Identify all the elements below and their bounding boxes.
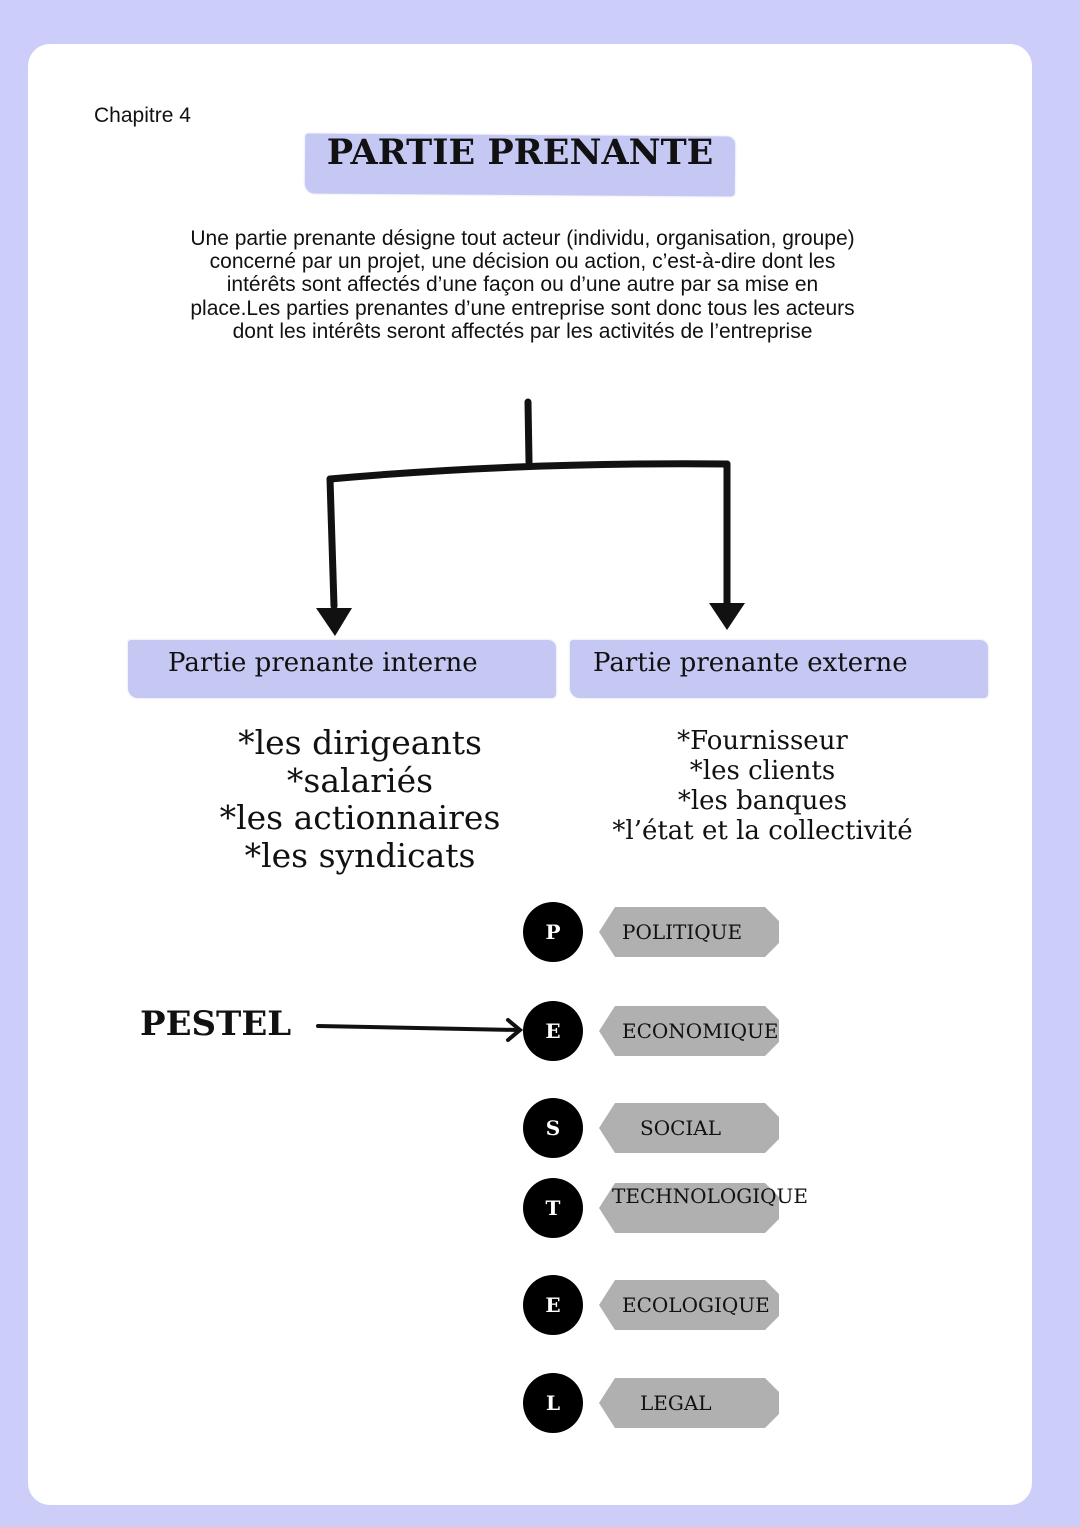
arrow-head-left-icon xyxy=(316,608,352,636)
pestel-word: ECOLOGIQUE xyxy=(622,1293,770,1317)
pestel-tag xyxy=(599,1183,779,1233)
pestel-letter-circle: E xyxy=(523,1275,583,1335)
pestel-tag xyxy=(599,1103,779,1153)
pestel-tag xyxy=(599,1280,779,1330)
list-item: *Fournisseur xyxy=(677,726,848,756)
pestel-letter-circle: L xyxy=(523,1373,583,1433)
external-list: *Fournisseur *les clients *les banques *… xyxy=(590,726,935,846)
list-item: *les syndicats xyxy=(244,835,476,875)
list-item: *les clients xyxy=(689,756,836,786)
pestel-letter-circle: S xyxy=(523,1098,583,1158)
left-branch xyxy=(326,475,338,610)
list-item: *les actionnaires xyxy=(219,798,501,837)
pestel-tag xyxy=(599,1378,779,1428)
pestel-tag xyxy=(599,907,779,957)
internal-heading: Partie prenante interne xyxy=(168,648,478,678)
list-item: *les dirigeants xyxy=(238,723,482,762)
external-heading: Partie prenante externe xyxy=(593,648,908,678)
chapter-label: Chapitre 4 xyxy=(94,104,191,127)
pestel-word: TECHNOLOGIQUE xyxy=(612,1184,808,1208)
page-title: PARTIE PRENANTE xyxy=(326,132,714,173)
stem-line xyxy=(524,398,533,466)
pestel-letter-circle: P xyxy=(523,902,583,962)
external-heading-highlight xyxy=(570,640,988,698)
branch-line xyxy=(326,460,731,483)
pestel-arrow-icon xyxy=(316,1018,524,1042)
pestel-letter-circle: T xyxy=(523,1178,583,1238)
tree-arrows xyxy=(316,398,745,636)
arrow-head-right-icon xyxy=(709,603,745,630)
internal-heading-highlight xyxy=(128,640,556,698)
pestel-label: PESTEL xyxy=(140,1004,292,1044)
list-item: *les banques xyxy=(677,786,848,816)
pestel-word: POLITIQUE xyxy=(622,920,743,944)
pestel-word: LEGAL xyxy=(640,1391,712,1415)
pestel-word: SOCIAL xyxy=(640,1116,722,1140)
page-card xyxy=(28,44,1032,1505)
pestel-letter-circle: E xyxy=(523,1001,583,1061)
pestel-tag xyxy=(599,1006,779,1056)
pestel-word: ECONOMIQUE xyxy=(622,1019,779,1043)
list-item: *l’état et la collectivité xyxy=(612,816,913,846)
definition-paragraph: Une partie prenante désigne tout acteur … xyxy=(190,227,855,343)
list-item: *salariés xyxy=(286,760,434,800)
internal-list: *les dirigeants *salariés *les actionnai… xyxy=(180,724,540,874)
